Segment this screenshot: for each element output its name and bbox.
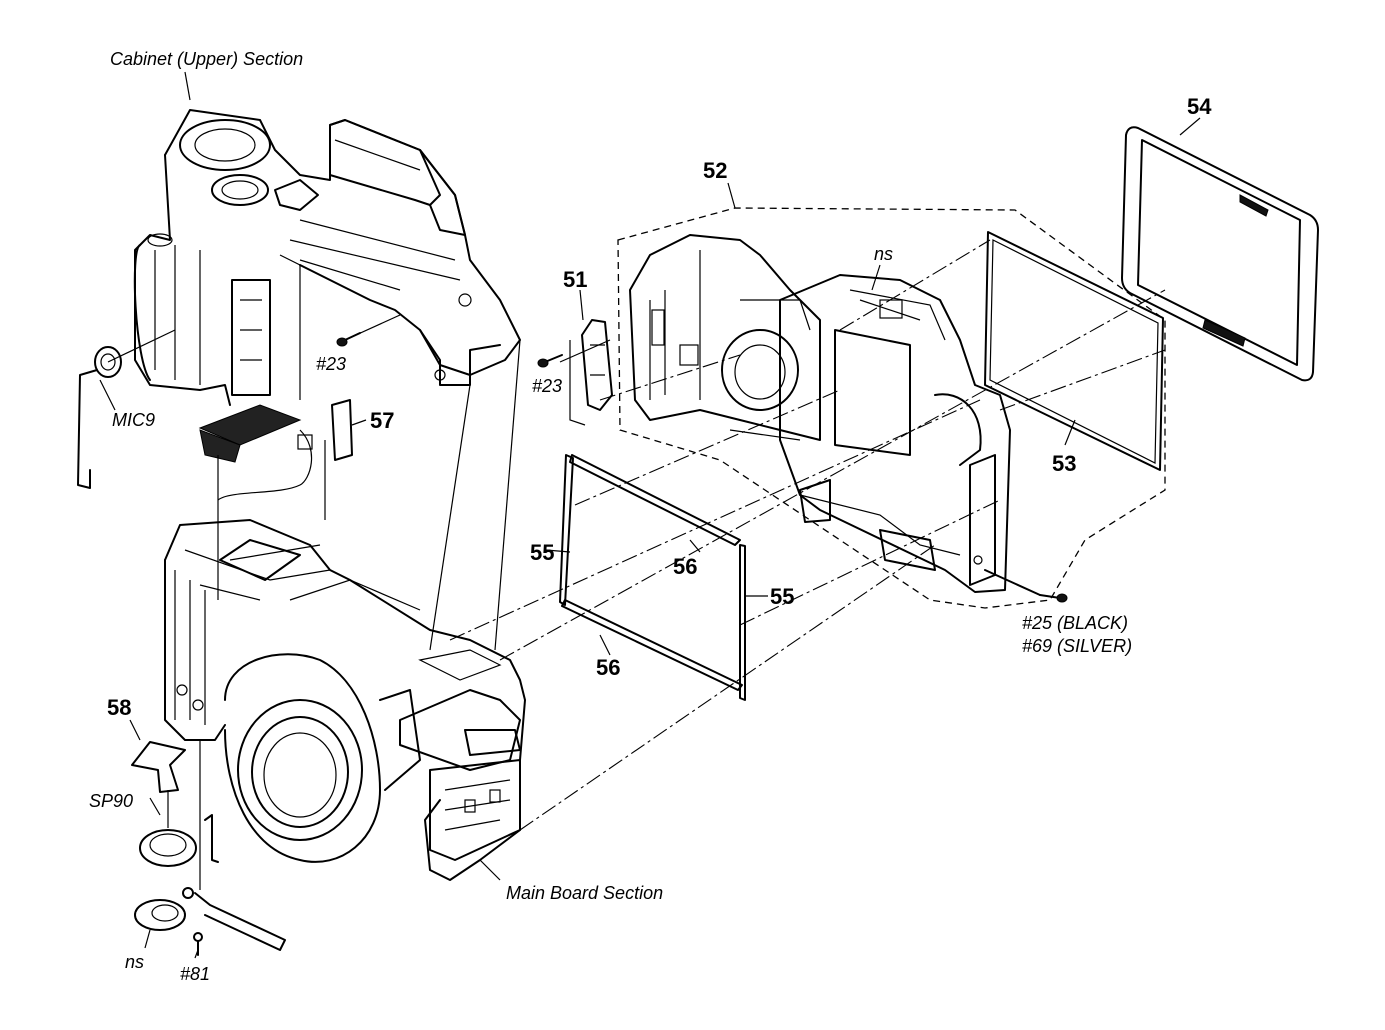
sheet-56-top <box>569 454 741 546</box>
sheet-56-bottom <box>561 599 743 691</box>
ns-bottom-label: ns <box>125 952 145 972</box>
sheet-53-outline <box>984 231 1164 471</box>
speaker-component <box>131 740 219 890</box>
bracket-51 <box>569 319 613 426</box>
part-55-left-label: 55 <box>530 540 555 565</box>
part-51-label: 51 <box>563 267 588 292</box>
mic-label: MIC9 <box>112 410 156 430</box>
part-53-label: 53 <box>1052 451 1077 476</box>
main-board-assembly <box>164 519 526 881</box>
ns-top-label: ns <box>874 244 894 264</box>
screw-23-left-label: #23 <box>316 354 347 374</box>
speaker-label: SP90 <box>89 791 134 811</box>
window-frame-54 <box>1121 126 1319 382</box>
cabinet-upper-section-label: Cabinet (Upper) Section <box>110 49 304 69</box>
cabinet-upper-assembly <box>133 109 521 406</box>
screw-23-right <box>537 354 563 368</box>
main-board-section-label: Main Board Section <box>506 883 664 903</box>
mic-component <box>77 329 176 489</box>
part-58-label: 58 <box>107 695 132 720</box>
strip-55-right <box>739 544 746 701</box>
screw-69-label: #69 (SILVER) <box>1022 636 1133 656</box>
screw-81-label: #81 <box>180 964 211 984</box>
part-55-right-label: 55 <box>770 584 795 609</box>
part-56-bottom-label: 56 <box>596 655 621 680</box>
screw-23-left <box>336 332 361 347</box>
screw-23-right-label: #23 <box>532 376 563 396</box>
screw-25 <box>1039 593 1068 603</box>
flex-cable <box>198 399 353 501</box>
rear-cover-frame <box>779 274 1011 593</box>
strip-55-left <box>559 454 574 606</box>
part-52-label: 52 <box>703 158 728 183</box>
bottom-ring-and-lever <box>134 887 286 956</box>
rear-inner-frame <box>629 234 821 441</box>
assembly-52-boundary <box>617 207 1166 609</box>
part-54-label: 54 <box>1187 94 1212 119</box>
part-56-top-label: 56 <box>673 554 698 579</box>
part-57-label: 57 <box>370 408 395 433</box>
screw-25-label: #25 (BLACK) <box>1022 613 1129 633</box>
